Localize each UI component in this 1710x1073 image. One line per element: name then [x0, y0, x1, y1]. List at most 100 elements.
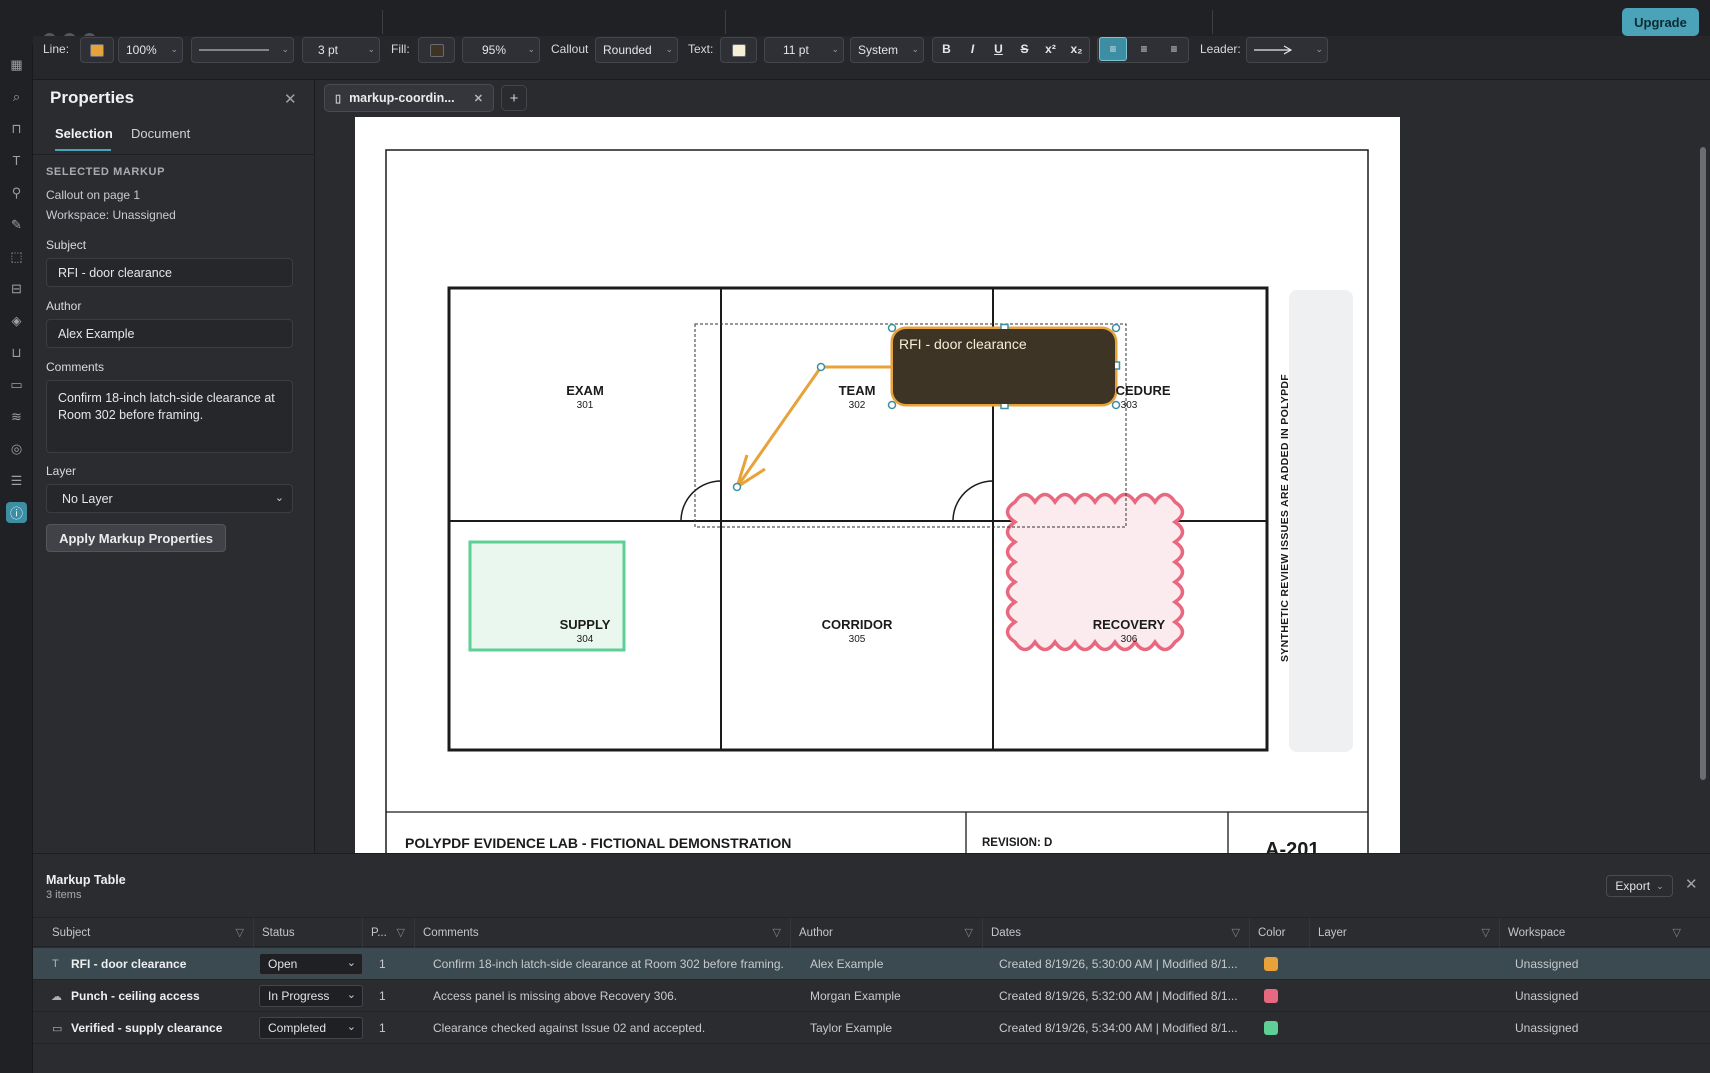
- document-canvas[interactable]: EXAM 301 TEAM 302 PROCEDURE 303 SUPPLY 3…: [315, 117, 1710, 853]
- room-label-supply: SUPPLY 304: [559, 617, 611, 645]
- text-color-swatch: [731, 43, 746, 57]
- chevron-down-icon: ⌄: [346, 957, 356, 969]
- filter-icon[interactable]: ▽: [964, 927, 973, 939]
- section-heading: SELECTED MARKUP: [46, 166, 166, 178]
- comments-textarea[interactable]: Confirm 18-inch latch-side clearance at …: [46, 380, 293, 453]
- status-select[interactable]: Open⌄: [259, 953, 363, 975]
- stamp-icon[interactable]: ⚲: [11, 184, 22, 200]
- font-size-select[interactable]: 11 pt⌄: [764, 37, 844, 63]
- bold-button[interactable]: B: [942, 42, 951, 56]
- align-left-icon[interactable]: ≡: [1099, 37, 1127, 61]
- filter-icon[interactable]: ▽: [1672, 927, 1681, 939]
- fill-opacity-select[interactable]: 95%⌄: [462, 37, 540, 63]
- column-header-layer[interactable]: Layer▽: [1310, 918, 1500, 948]
- search-icon[interactable]: ⌕: [12, 88, 21, 104]
- callout-text: RFI - door clearance: [899, 336, 1027, 352]
- line-color-picker[interactable]: [80, 37, 114, 63]
- archive-icon[interactable]: ▭: [10, 376, 23, 392]
- column-header-color[interactable]: Color: [1250, 918, 1310, 948]
- markup-type-info: Callout on page 1: [46, 188, 141, 202]
- underline-button[interactable]: U: [994, 42, 1003, 56]
- close-icon[interactable]: ✕: [284, 91, 297, 108]
- list-icon[interactable]: ☰: [10, 472, 23, 488]
- filter-icon[interactable]: ▽: [772, 927, 781, 939]
- upgrade-button[interactable]: Upgrade: [1622, 8, 1699, 36]
- filter-icon[interactable]: ▽: [1481, 927, 1490, 939]
- status-select[interactable]: Completed⌄: [259, 1017, 363, 1039]
- table-row[interactable]: ☁ Punch - ceiling access In Progress⌄ 1 …: [33, 980, 1710, 1012]
- callout-markup[interactable]: RFI - door clearance: [893, 329, 1115, 404]
- new-tab-button[interactable]: +: [501, 85, 527, 111]
- align-right-icon[interactable]: ≡: [1170, 42, 1178, 56]
- color-swatch: [1264, 989, 1278, 1003]
- line-style-select[interactable]: ⌄: [191, 37, 294, 63]
- fill-color-picker[interactable]: [418, 37, 455, 63]
- export-button[interactable]: Export⌄: [1606, 875, 1673, 897]
- stack-icon[interactable]: ≋: [11, 408, 22, 424]
- filter-icon[interactable]: ▽: [1231, 927, 1240, 939]
- document-tab[interactable]: ▯ markup-coordin... ✕: [324, 84, 494, 112]
- tab-selection[interactable]: Selection: [55, 126, 113, 141]
- form-icon[interactable]: ⊟: [11, 280, 22, 296]
- status-select[interactable]: In Progress⌄: [259, 985, 363, 1007]
- line-width-select[interactable]: 3 pt⌄: [302, 37, 380, 63]
- check-circle-icon[interactable]: ◎: [10, 440, 23, 456]
- line-opacity-select[interactable]: 100%⌄: [118, 37, 183, 63]
- active-tab-indicator: [55, 149, 111, 151]
- text-tool-icon[interactable]: T: [12, 153, 21, 168]
- font-family-select[interactable]: System⌄: [850, 37, 924, 63]
- column-header-workspace[interactable]: Workspace▽: [1508, 927, 1681, 939]
- apply-markup-properties-button[interactable]: Apply Markup Properties: [46, 524, 226, 552]
- inbox-icon[interactable]: ⊔: [11, 344, 22, 360]
- properties-panel: Properties ✕ Selection Document SELECTED…: [33, 80, 315, 853]
- tab-document[interactable]: Document: [131, 126, 191, 141]
- strikethrough-button[interactable]: S: [1020, 42, 1029, 56]
- vertical-scrollbar[interactable]: [1700, 147, 1706, 780]
- subscript-button[interactable]: x₂: [1070, 42, 1083, 56]
- chevron-down-icon: ⌄: [665, 44, 673, 54]
- fill-label: Fill:: [391, 42, 410, 56]
- pdf-page[interactable]: EXAM 301 TEAM 302 PROCEDURE 303 SUPPLY 3…: [355, 117, 1400, 853]
- chevron-down-icon: ⌄: [281, 44, 289, 54]
- callout-label: Callout: [551, 42, 589, 56]
- table-row[interactable]: ▭ Verified - supply clearance Completed⌄…: [33, 1012, 1710, 1044]
- subject-input[interactable]: RFI - door clearance: [46, 258, 293, 287]
- sheet-number: A-201: [1265, 839, 1320, 853]
- column-header-subject[interactable]: Subject▽: [44, 918, 254, 948]
- table-header: Subject▽ Status P...▽ Comments▽ Author▽ …: [33, 917, 1710, 948]
- close-icon[interactable]: ✕: [473, 92, 483, 105]
- divider: [725, 10, 726, 34]
- info-icon[interactable]: ⓘ: [6, 502, 27, 523]
- thumbnails-icon[interactable]: ▦: [10, 56, 23, 72]
- arrow-right-icon: [1254, 45, 1293, 55]
- filter-icon[interactable]: ▽: [235, 927, 244, 939]
- table-row[interactable]: T RFI - door clearance Open⌄ 1 Confirm 1…: [33, 948, 1710, 980]
- superscript-button[interactable]: x²: [1045, 42, 1056, 56]
- measure-icon[interactable]: ✎: [11, 216, 22, 232]
- author-input[interactable]: Alex Example: [46, 319, 293, 348]
- floor-plan-drawing: [385, 149, 1369, 853]
- layer-select[interactable]: No Layer⌄: [46, 484, 293, 513]
- select-area-icon[interactable]: ⬚: [10, 248, 23, 264]
- column-header-dates[interactable]: Dates▽: [983, 918, 1250, 948]
- callout-style-select[interactable]: Rounded⌄: [595, 37, 678, 63]
- bookmark-icon[interactable]: ⊓: [11, 120, 22, 136]
- column-header-author[interactable]: Author▽: [791, 918, 983, 948]
- align-center-icon[interactable]: ≡: [1140, 42, 1148, 56]
- chevron-down-icon: ⌄: [170, 44, 178, 54]
- fill-color-swatch: [429, 43, 444, 57]
- rectangle-icon: ▭: [52, 1022, 63, 1035]
- filter-icon[interactable]: ▽: [396, 927, 405, 939]
- side-note: SYNTHETIC REVIEW ISSUES ARE ADDED IN POL…: [1279, 374, 1291, 662]
- title-block-name: POLYPDF EVIDENCE LAB - FICTIONAL DEMONST…: [405, 835, 792, 851]
- leader-style-select[interactable]: ⌄: [1246, 37, 1328, 63]
- markup-count: 3 items: [46, 889, 82, 901]
- column-header-comments[interactable]: Comments▽: [415, 918, 791, 948]
- document-tabs: ▯ markup-coordin... ✕ +: [315, 80, 1710, 117]
- column-header-status[interactable]: Status: [254, 918, 363, 948]
- column-header-page[interactable]: P...▽: [363, 918, 415, 948]
- italic-button[interactable]: I: [970, 42, 975, 56]
- text-color-picker[interactable]: [720, 37, 757, 63]
- layers-icon[interactable]: ◈: [11, 312, 22, 328]
- close-icon[interactable]: ✕: [1685, 876, 1698, 893]
